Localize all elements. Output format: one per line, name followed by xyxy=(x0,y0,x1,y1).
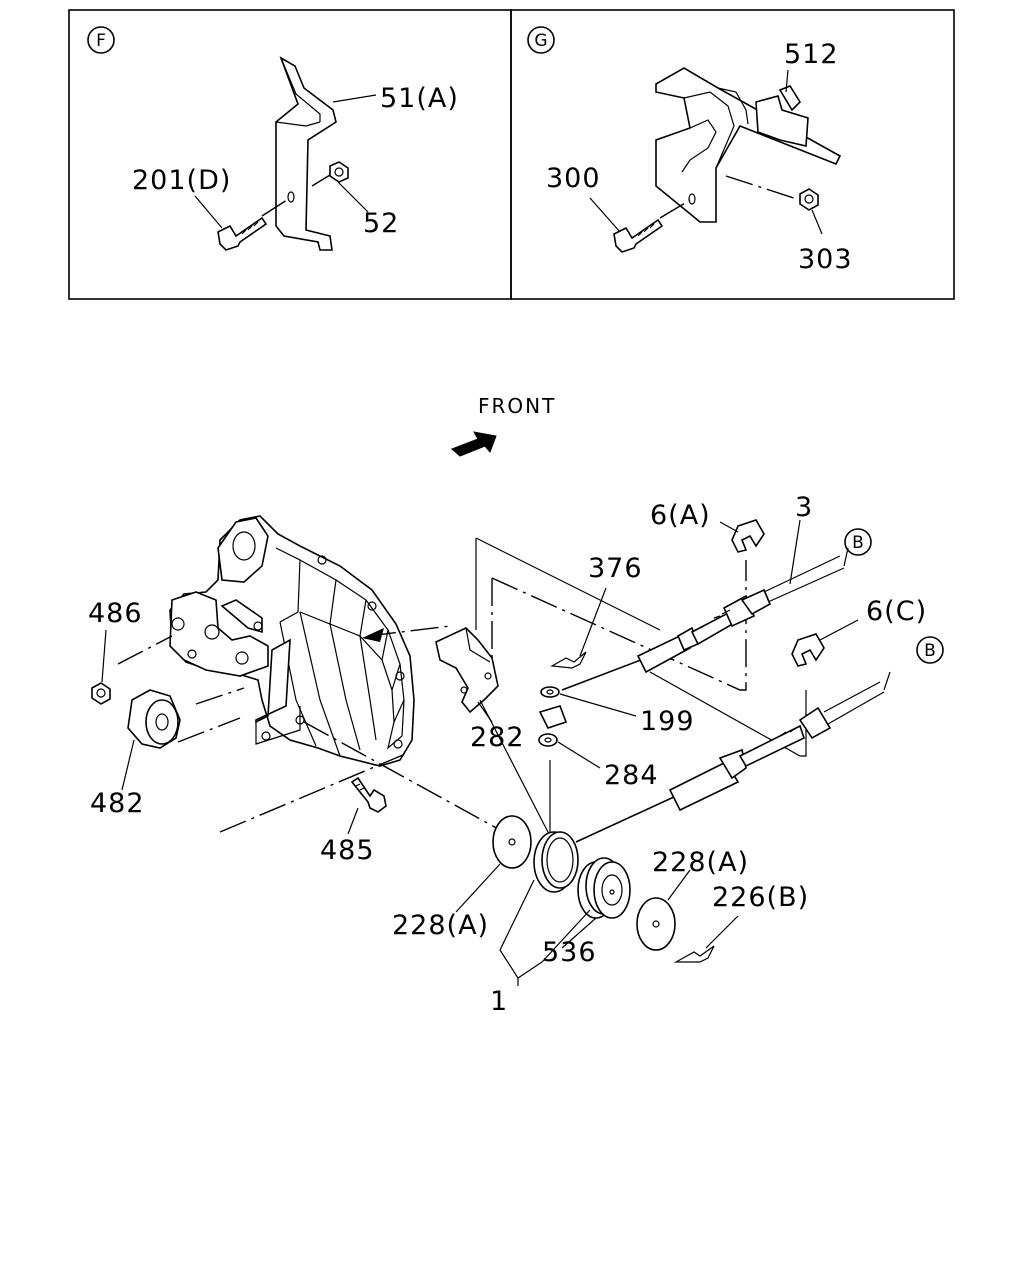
transmission-housing xyxy=(169,515,415,767)
label-228a-right: 228(A) xyxy=(652,847,749,878)
assembly-line-f-bolt xyxy=(261,197,291,217)
label-485: 485 xyxy=(320,835,375,866)
washer-284 xyxy=(538,733,558,747)
leader-376 xyxy=(579,587,607,657)
bracket-item-1 xyxy=(499,949,543,986)
leader-486 xyxy=(101,629,107,683)
leader-536 xyxy=(561,917,597,949)
label-52: 52 xyxy=(363,208,399,239)
label-486: 486 xyxy=(88,598,143,629)
inset-g-frame xyxy=(510,9,955,300)
cable-lower xyxy=(575,671,891,843)
label-228a-left: 228(A) xyxy=(392,910,489,941)
nut-52 xyxy=(329,161,349,183)
bolt-300 xyxy=(613,218,664,253)
ref-marker-upper-text: B xyxy=(852,533,864,553)
label-3: 3 xyxy=(795,492,813,523)
pin-376 xyxy=(550,651,587,669)
ref-marker-lower: B xyxy=(916,636,944,664)
leader-303 xyxy=(811,209,823,235)
bracket-hole-f xyxy=(287,191,295,203)
nut-303 xyxy=(799,188,819,211)
washer-228a-left xyxy=(492,815,532,869)
leader-52 xyxy=(337,181,369,213)
bracket-51a xyxy=(275,56,337,251)
assembly-line-g-bolt xyxy=(659,199,691,219)
label-1: 1 xyxy=(490,986,508,1017)
label-536: 536 xyxy=(542,937,597,968)
leader-201d xyxy=(194,195,223,229)
ref-marker-upper: B xyxy=(844,528,872,556)
label-512: 512 xyxy=(784,39,839,70)
washer-228a-right xyxy=(636,897,676,951)
label-303: 303 xyxy=(798,244,853,275)
arrow-282-icon xyxy=(362,628,384,642)
clip-6a xyxy=(731,519,765,553)
assembly-line-g-nut xyxy=(725,175,801,201)
leader-228a-left xyxy=(455,863,501,913)
label-6c: 6(C) xyxy=(866,596,927,627)
leader-6a xyxy=(719,521,739,533)
label-376: 376 xyxy=(588,553,643,584)
leader-199 xyxy=(559,693,637,717)
phantom-frame-middle xyxy=(491,560,747,691)
leader-6c xyxy=(819,619,859,641)
bolt-201d xyxy=(217,216,268,251)
front-label: FRONT xyxy=(478,394,556,418)
front-arrow-icon xyxy=(451,431,497,457)
assembly-line-f-nut xyxy=(311,174,331,187)
mount-482 xyxy=(127,689,181,749)
leader-300 xyxy=(589,197,621,233)
seal-ring xyxy=(533,831,579,893)
leader-228a-right xyxy=(667,869,691,901)
label-482: 482 xyxy=(90,788,145,819)
leader-482 xyxy=(121,739,135,791)
ref-marker-lower-text: B xyxy=(924,641,936,661)
inset-g-marker-text: G xyxy=(534,31,547,51)
bracket-arms-item-1 xyxy=(499,879,591,963)
leader-512 xyxy=(785,69,789,93)
label-300: 300 xyxy=(546,163,601,194)
assembly-line-482 xyxy=(177,687,245,743)
inset-f-marker-text: F xyxy=(96,31,106,51)
inset-panel-g xyxy=(510,9,955,300)
label-226b: 226(B) xyxy=(712,882,809,913)
cable-3 xyxy=(561,547,849,691)
bolt-485 xyxy=(350,776,387,813)
label-6a: 6(A) xyxy=(650,500,711,531)
label-282: 282 xyxy=(470,722,525,753)
label-51a: 51(A) xyxy=(380,83,459,114)
assembly-line-486 xyxy=(117,635,173,665)
label-284: 284 xyxy=(604,760,659,791)
leader-485 xyxy=(347,807,359,835)
inset-g-marker: G xyxy=(527,26,555,54)
bracket-282 xyxy=(435,627,499,714)
label-199: 199 xyxy=(640,706,695,737)
nut-486 xyxy=(91,682,111,705)
leader-226b xyxy=(705,915,739,949)
label-201d: 201(D) xyxy=(132,165,231,196)
clip-512 xyxy=(755,85,809,147)
bracket-hole-g xyxy=(688,193,696,205)
leader-51a xyxy=(332,94,377,103)
inset-f-marker: F xyxy=(87,26,115,54)
bushing-199 xyxy=(538,686,568,729)
assembly-line-housing-seal xyxy=(303,721,501,831)
leader-284 xyxy=(557,741,601,769)
clip-6c xyxy=(791,633,825,667)
phantom-line-housing-bottom xyxy=(219,751,411,833)
pin-226b xyxy=(673,945,715,963)
leader-3 xyxy=(789,519,801,585)
boot-536 xyxy=(577,857,631,919)
